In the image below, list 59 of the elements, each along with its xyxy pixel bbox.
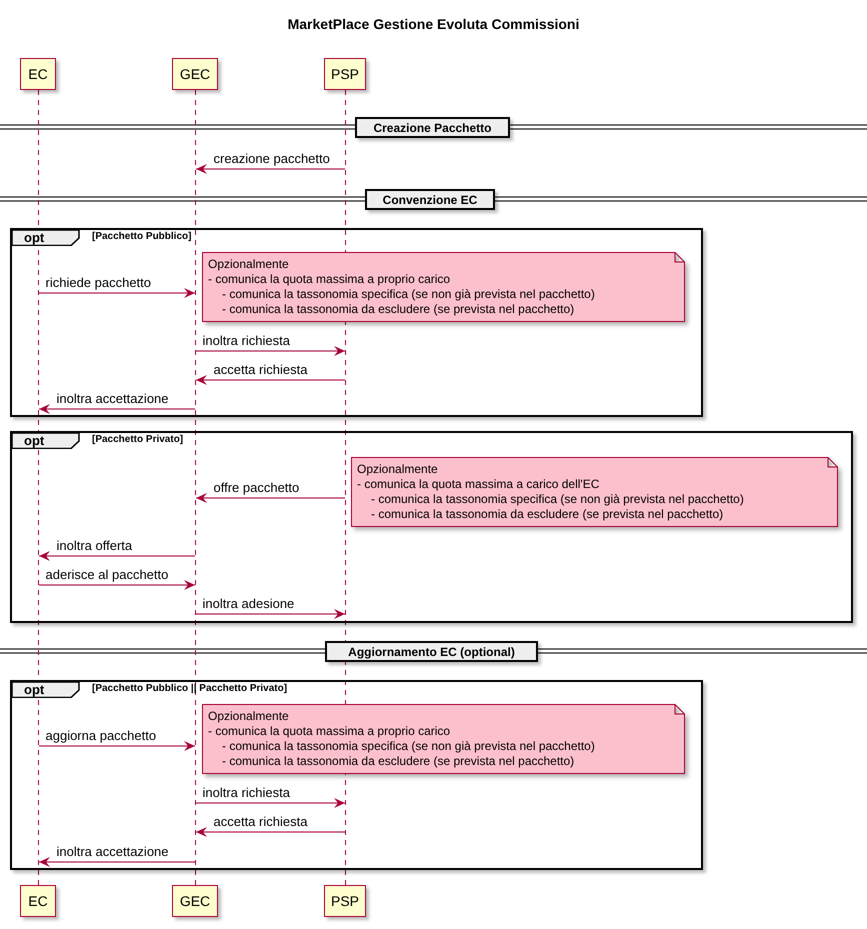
message-arrow — [196, 609, 346, 619]
note — [202, 704, 685, 774]
frame-tab: opt — [12, 433, 80, 449]
message-arrow — [38, 580, 196, 590]
message-label: offre pacchetto — [214, 480, 300, 496]
message-arrow — [38, 741, 196, 751]
message-label: inoltra richiesta — [202, 333, 290, 349]
lifeline — [195, 90, 196, 885]
participant-box: EC — [20, 885, 56, 917]
message-arrow — [196, 375, 346, 385]
message-label: aderisce al pacchetto — [46, 567, 168, 583]
note-text: - comunica la quota massima a proprio carico — [208, 724, 452, 739]
message-label: inoltra offerta — [56, 538, 132, 554]
participant-box: GEC — [172, 885, 218, 917]
opt-frame — [10, 228, 703, 417]
frame-tab: opt — [12, 682, 80, 698]
note-text: - comunica la tassonomia specifica (se non già prevista nel pacchetto) — [370, 492, 744, 507]
message-label: accetta richiesta — [214, 814, 308, 830]
message-arrow — [196, 164, 346, 174]
note-text: - comunica la tassonomia da escludere (se prevista nel pacchetto) — [370, 507, 724, 522]
note-text: - comunica la tassonomia specifica (se non già prevista nel pacchetto) — [221, 739, 595, 754]
participant-box: PSP — [324, 885, 366, 917]
message-arrow — [38, 857, 196, 867]
participant-box: PSP — [324, 58, 366, 90]
guard-text: [Pacchetto Privato] — [92, 434, 184, 446]
message-arrow — [38, 404, 196, 414]
guard-text: [Pacchetto Pubblico || Pacchetto Privato] — [92, 683, 288, 695]
note — [202, 252, 685, 322]
frame-tab: opt — [12, 230, 80, 246]
message-label: inoltra richiesta — [202, 785, 290, 801]
note-text: Opzionalmente — [357, 462, 439, 477]
participant-box: EC — [20, 58, 56, 90]
message-arrow — [196, 827, 346, 837]
note-text: - comunica la quota massima a proprio carico — [208, 272, 452, 287]
message-label: inoltra accettazione — [56, 844, 169, 860]
message-label: creazione pacchetto — [214, 151, 330, 167]
lifeline — [38, 90, 39, 885]
guard-text: [Pacchetto Pubblico] — [92, 231, 192, 243]
message-label: inoltra adesione — [202, 596, 294, 612]
note-text: - comunica la tassonomia da escludere (se prevista nel pacchetto) — [221, 754, 576, 769]
diagram-title: MarketPlace Gestione Evoluta Commissioni — [286, 15, 580, 34]
message-arrow — [196, 346, 346, 356]
message-label: accetta richiesta — [214, 362, 308, 378]
message-label: inoltra accettazione — [56, 391, 169, 407]
message-label: aggiorna pacchetto — [46, 728, 156, 744]
note-text: - comunica la quota massima a carico dell'EC — [357, 477, 600, 492]
message-arrow — [196, 798, 346, 808]
message-arrow — [196, 493, 346, 503]
note-text: Opzionalmente — [208, 709, 290, 724]
participant-box: GEC — [172, 58, 218, 90]
note-text: Opzionalmente — [208, 257, 290, 272]
message-arrow — [38, 551, 196, 561]
message-arrow — [38, 288, 196, 298]
note — [351, 457, 838, 527]
message-label: richiede pacchetto — [46, 275, 152, 291]
note-text: - comunica la tassonomia specifica (se non già prevista nel pacchetto) — [221, 287, 595, 302]
opt-frame — [10, 431, 853, 623]
opt-frame — [10, 680, 703, 870]
note-text: - comunica la tassonomia da escludere (se prevista nel pacchetto) — [221, 302, 576, 317]
